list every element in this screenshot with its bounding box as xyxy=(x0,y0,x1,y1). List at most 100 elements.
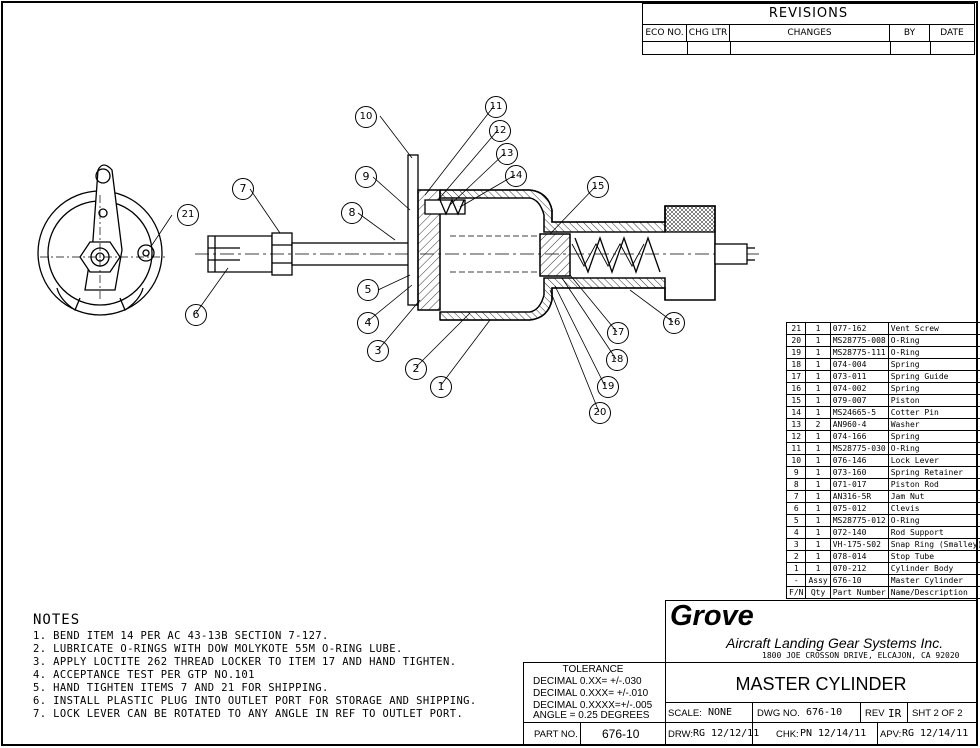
find-number: 16 xyxy=(785,382,807,395)
part-no-value: 676-10 xyxy=(602,727,640,741)
rev-value: IR xyxy=(888,707,902,720)
quantity: 1 xyxy=(805,382,831,395)
rev-row-divider xyxy=(643,41,974,42)
balloon-6: 6 xyxy=(185,304,207,326)
find-number: 2 xyxy=(785,550,807,563)
balloon-8: 8 xyxy=(341,202,363,224)
part-description: Master Cylinder xyxy=(887,574,980,587)
balloon-18: 18 xyxy=(606,349,628,371)
find-number: 4 xyxy=(785,526,807,539)
scale-value: NONE xyxy=(708,707,733,718)
find-number: 9 xyxy=(785,466,807,479)
quantity: 1 xyxy=(805,454,831,467)
part-number: MS28775-111 xyxy=(829,346,889,359)
part-description: Piston xyxy=(887,394,980,407)
part-number: 073-160 xyxy=(829,466,889,479)
part-number: 074-002 xyxy=(829,382,889,395)
balloon-9: 9 xyxy=(355,166,377,188)
quantity: 1 xyxy=(805,466,831,479)
part-description: Vent Screw xyxy=(887,322,980,335)
header-description: Name/Description xyxy=(887,586,980,599)
notes-title: NOTES xyxy=(33,612,81,628)
quantity: 1 xyxy=(805,478,831,491)
find-number: 17 xyxy=(785,370,807,383)
header-qty: Qty xyxy=(805,586,831,599)
find-number: 21 xyxy=(785,322,807,335)
part-number: 075-012 xyxy=(829,502,889,515)
part-number: AN960-4 xyxy=(829,418,889,431)
apv-value: RG 12/14/11 xyxy=(902,728,969,739)
quantity: 1 xyxy=(805,334,831,347)
part-description: O-Ring xyxy=(887,334,980,347)
scale-label: SCALE: xyxy=(668,708,702,719)
leader-lines xyxy=(151,105,674,413)
part-description: Washer xyxy=(887,418,980,431)
tolerance-line-2: DECIMAL 0.XXX= +/-.010 xyxy=(533,688,649,699)
balloon-15: 15 xyxy=(587,176,609,198)
part-description: Lock Lever xyxy=(887,454,980,467)
drawing-title: MASTER CYLINDER xyxy=(735,674,907,694)
balloon-2: 2 xyxy=(405,358,427,380)
balloon-1: 1 xyxy=(430,376,452,398)
company-address: 1800 JOE CROSSON DRIVE, ELCAJON, CA 9202… xyxy=(762,651,960,660)
part-description: Snap Ring (Smalley) xyxy=(887,538,980,551)
part-number: 074-004 xyxy=(829,358,889,371)
part-number: AN316-5R xyxy=(829,490,889,503)
part-description: Spring xyxy=(887,382,980,395)
quantity: 1 xyxy=(805,406,831,419)
quantity: 1 xyxy=(805,322,831,335)
quantity: 1 xyxy=(805,514,831,527)
part-description: Clevis xyxy=(887,502,980,515)
find-number: 5 xyxy=(785,514,807,527)
quantity: 1 xyxy=(805,430,831,443)
note-7: 7. LOCK LEVER CAN BE ROTATED TO ANY ANGL… xyxy=(33,708,464,720)
find-number: - xyxy=(785,574,807,587)
find-number: 8 xyxy=(785,478,807,491)
balloon-10: 10 xyxy=(355,106,377,128)
drw-value: RG 12/12/11 xyxy=(693,728,760,739)
quantity: 1 xyxy=(805,502,831,515)
quantity: 1 xyxy=(805,526,831,539)
balloon-19: 19 xyxy=(597,376,619,398)
note-1: 1. BEND ITEM 14 PER AC 43-13B SECTION 7-… xyxy=(33,630,329,642)
balloon-3: 3 xyxy=(367,340,389,362)
part-number: MS28775-012 xyxy=(829,514,889,527)
balloon-21: 21 xyxy=(177,204,199,226)
revisions-title: REVISIONS xyxy=(643,4,974,25)
chk-value: PN 12/14/11 xyxy=(800,728,867,739)
rev-label: REV xyxy=(865,708,885,719)
find-number: 3 xyxy=(785,538,807,551)
section-view xyxy=(195,154,760,321)
rev-col-date: DATE xyxy=(940,28,964,38)
find-number: 6 xyxy=(785,502,807,515)
part-description: O-Ring xyxy=(887,442,980,455)
quantity: 1 xyxy=(805,358,831,371)
find-number: 15 xyxy=(785,394,807,407)
find-number: 13 xyxy=(785,418,807,431)
part-number: 071-017 xyxy=(829,478,889,491)
part-no-label: PART NO. xyxy=(534,729,578,740)
balloon-12: 12 xyxy=(489,120,511,142)
balloon-16: 16 xyxy=(663,312,685,334)
drw-label: DRW: xyxy=(668,729,693,740)
part-description: Spring Guide xyxy=(887,370,980,383)
find-number: 19 xyxy=(785,346,807,359)
apv-label: APV: xyxy=(880,729,902,740)
